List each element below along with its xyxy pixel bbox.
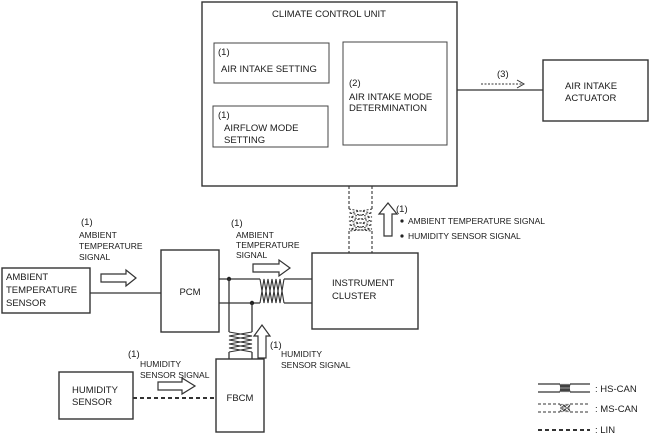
- legend-hs-can-label: : HS-CAN: [595, 384, 637, 395]
- instrument-cluster-line2: CLUSTER: [332, 291, 376, 302]
- climate-control-unit: CLIMATE CONTROL UNIT (1) AIR INTAKE SETT…: [201, 1, 458, 187]
- air-intake-actuator-line1: AIR INTAKE: [565, 81, 617, 92]
- signal-cluster-to-ccu-item2: HUMIDITY SENSOR SIGNAL: [408, 231, 521, 241]
- legend: : HS-CAN : MS-CAN : LIN: [538, 383, 638, 436]
- fbcm: FBCM: [215, 358, 265, 433]
- signal-humidity-to-fbcm-tag: (1): [128, 349, 140, 360]
- signal-ambient-to-pcm-tag: (1): [81, 217, 93, 228]
- signal-ambient-to-pcm-line3: SIGNAL: [79, 252, 110, 262]
- signal-pcm-to-cluster: (1) AMBIENT TEMPERATURE SIGNAL: [231, 218, 300, 278]
- fbcm-box: [215, 358, 265, 433]
- instrument-cluster: INSTRUMENT CLUSTER: [311, 252, 419, 330]
- signal-cluster-to-ccu-item1: AMBIENT TEMPERATURE SIGNAL: [408, 216, 545, 226]
- air-intake-mode-determination-tag: (2): [349, 78, 361, 89]
- air-intake-mode-determination-line2: DETERMINATION: [349, 103, 427, 114]
- legend-lin: : LIN: [538, 425, 615, 436]
- bullet-icon: [400, 234, 404, 238]
- air-intake-mode-determination-line1: AIR INTAKE MODE: [349, 92, 432, 103]
- air-intake-actuator-line2: ACTUATOR: [565, 93, 617, 104]
- signal-pcm-to-cluster-line1: AMBIENT: [236, 230, 274, 240]
- ambient-temperature-sensor-box: [1, 267, 91, 314]
- pcm-label: PCM: [179, 287, 200, 298]
- legend-ms-can: : MS-CAN: [538, 403, 638, 415]
- signal-ambient-to-pcm-line1: AMBIENT: [79, 230, 117, 240]
- airflow-mode-setting-line1: AIRFLOW MODE: [224, 123, 298, 134]
- ambient-sensor-line3: SENSOR: [6, 298, 46, 309]
- hs-can-bus-pcm-cluster: [219, 276, 312, 359]
- signal-humidity-to-fbcm-line2: SENSOR SIGNAL: [140, 370, 210, 380]
- signal-ambient-to-pcm-line2: TEMPERATURE: [79, 241, 143, 251]
- bullet-icon: [400, 219, 404, 223]
- signal-fbcm-to-can-tag: (1): [270, 340, 282, 351]
- legend-lin-label: : LIN: [595, 425, 615, 436]
- signal-fbcm-to-can-line2: SENSOR SIGNAL: [281, 360, 351, 370]
- legend-hs-can: : HS-CAN: [538, 383, 637, 395]
- up-arrow-icon: [377, 202, 399, 237]
- signal-to-actuator-tag: (3): [497, 69, 509, 80]
- right-arrow-icon: [252, 258, 292, 278]
- air-intake-setting-tag: (1): [218, 47, 230, 58]
- right-arrow-icon: [100, 268, 137, 288]
- ms-can-bus-cluster-ccu: [348, 186, 373, 253]
- ambient-temperature-sensor: AMBIENT TEMPERATURE SENSOR: [1, 267, 91, 314]
- signal-cluster-to-ccu: (1) AMBIENT TEMPERATURE SIGNAL HUMIDITY …: [377, 202, 545, 241]
- air-intake-mode-determination-block: (2) AIR INTAKE MODE DETERMINATION: [342, 41, 448, 146]
- signal-fbcm-to-can-line1: HUMIDITY: [281, 349, 322, 359]
- pcm-box: [160, 249, 220, 333]
- humidity-sensor-line2: SENSOR: [72, 397, 112, 408]
- air-intake-setting-label: AIR INTAKE SETTING: [221, 64, 317, 75]
- ccu-label: CLIMATE CONTROL UNIT: [272, 9, 386, 20]
- signal-fbcm-to-can: (1) HUMIDITY SENSOR SIGNAL: [252, 323, 351, 370]
- fbcm-label: FBCM: [227, 393, 254, 404]
- humidity-sensor-line1: HUMIDITY: [72, 385, 119, 396]
- signal-ambient-to-pcm: (1) AMBIENT TEMPERATURE SIGNAL: [79, 217, 143, 288]
- airflow-mode-setting-tag: (1): [218, 110, 230, 121]
- dashed-arrow-head-icon: [516, 79, 526, 89]
- instrument-cluster-box: [311, 252, 419, 330]
- airflow-mode-setting-line2: SETTING: [224, 135, 265, 146]
- signal-humidity-to-fbcm-line1: HUMIDITY: [140, 359, 181, 369]
- air-intake-actuator-box: [542, 59, 649, 122]
- air-intake-setting-block: (1) AIR INTAKE SETTING: [213, 42, 330, 84]
- pcm: PCM: [160, 249, 220, 333]
- ambient-sensor-line1: AMBIENT: [6, 272, 48, 283]
- air-intake-mode-determination-box: [342, 41, 448, 146]
- signal-pcm-to-cluster-line3: SIGNAL: [236, 250, 267, 260]
- ambient-sensor-line2: TEMPERATURE: [6, 285, 77, 296]
- right-arrow-icon: [157, 376, 197, 396]
- legend-ms-can-label: : MS-CAN: [595, 404, 638, 415]
- signal-cluster-to-ccu-tag: (1): [396, 204, 408, 215]
- signal-pcm-to-cluster-tag: (1): [231, 218, 243, 229]
- signal-to-actuator: (3): [481, 69, 526, 89]
- humidity-sensor-box: [58, 371, 134, 420]
- signal-pcm-to-cluster-line2: TEMPERATURE: [236, 240, 300, 250]
- air-intake-setting-box: [213, 42, 330, 84]
- signal-humidity-to-fbcm: (1) HUMIDITY SENSOR SIGNAL: [128, 349, 210, 396]
- instrument-cluster-line1: INSTRUMENT: [332, 278, 394, 289]
- humidity-sensor: HUMIDITY SENSOR: [58, 371, 134, 420]
- airflow-mode-setting-box: [212, 105, 329, 148]
- air-intake-actuator: AIR INTAKE ACTUATOR: [542, 59, 649, 122]
- airflow-mode-setting-block: (1) AIRFLOW MODE SETTING: [212, 105, 329, 148]
- up-arrow-icon: [252, 323, 272, 359]
